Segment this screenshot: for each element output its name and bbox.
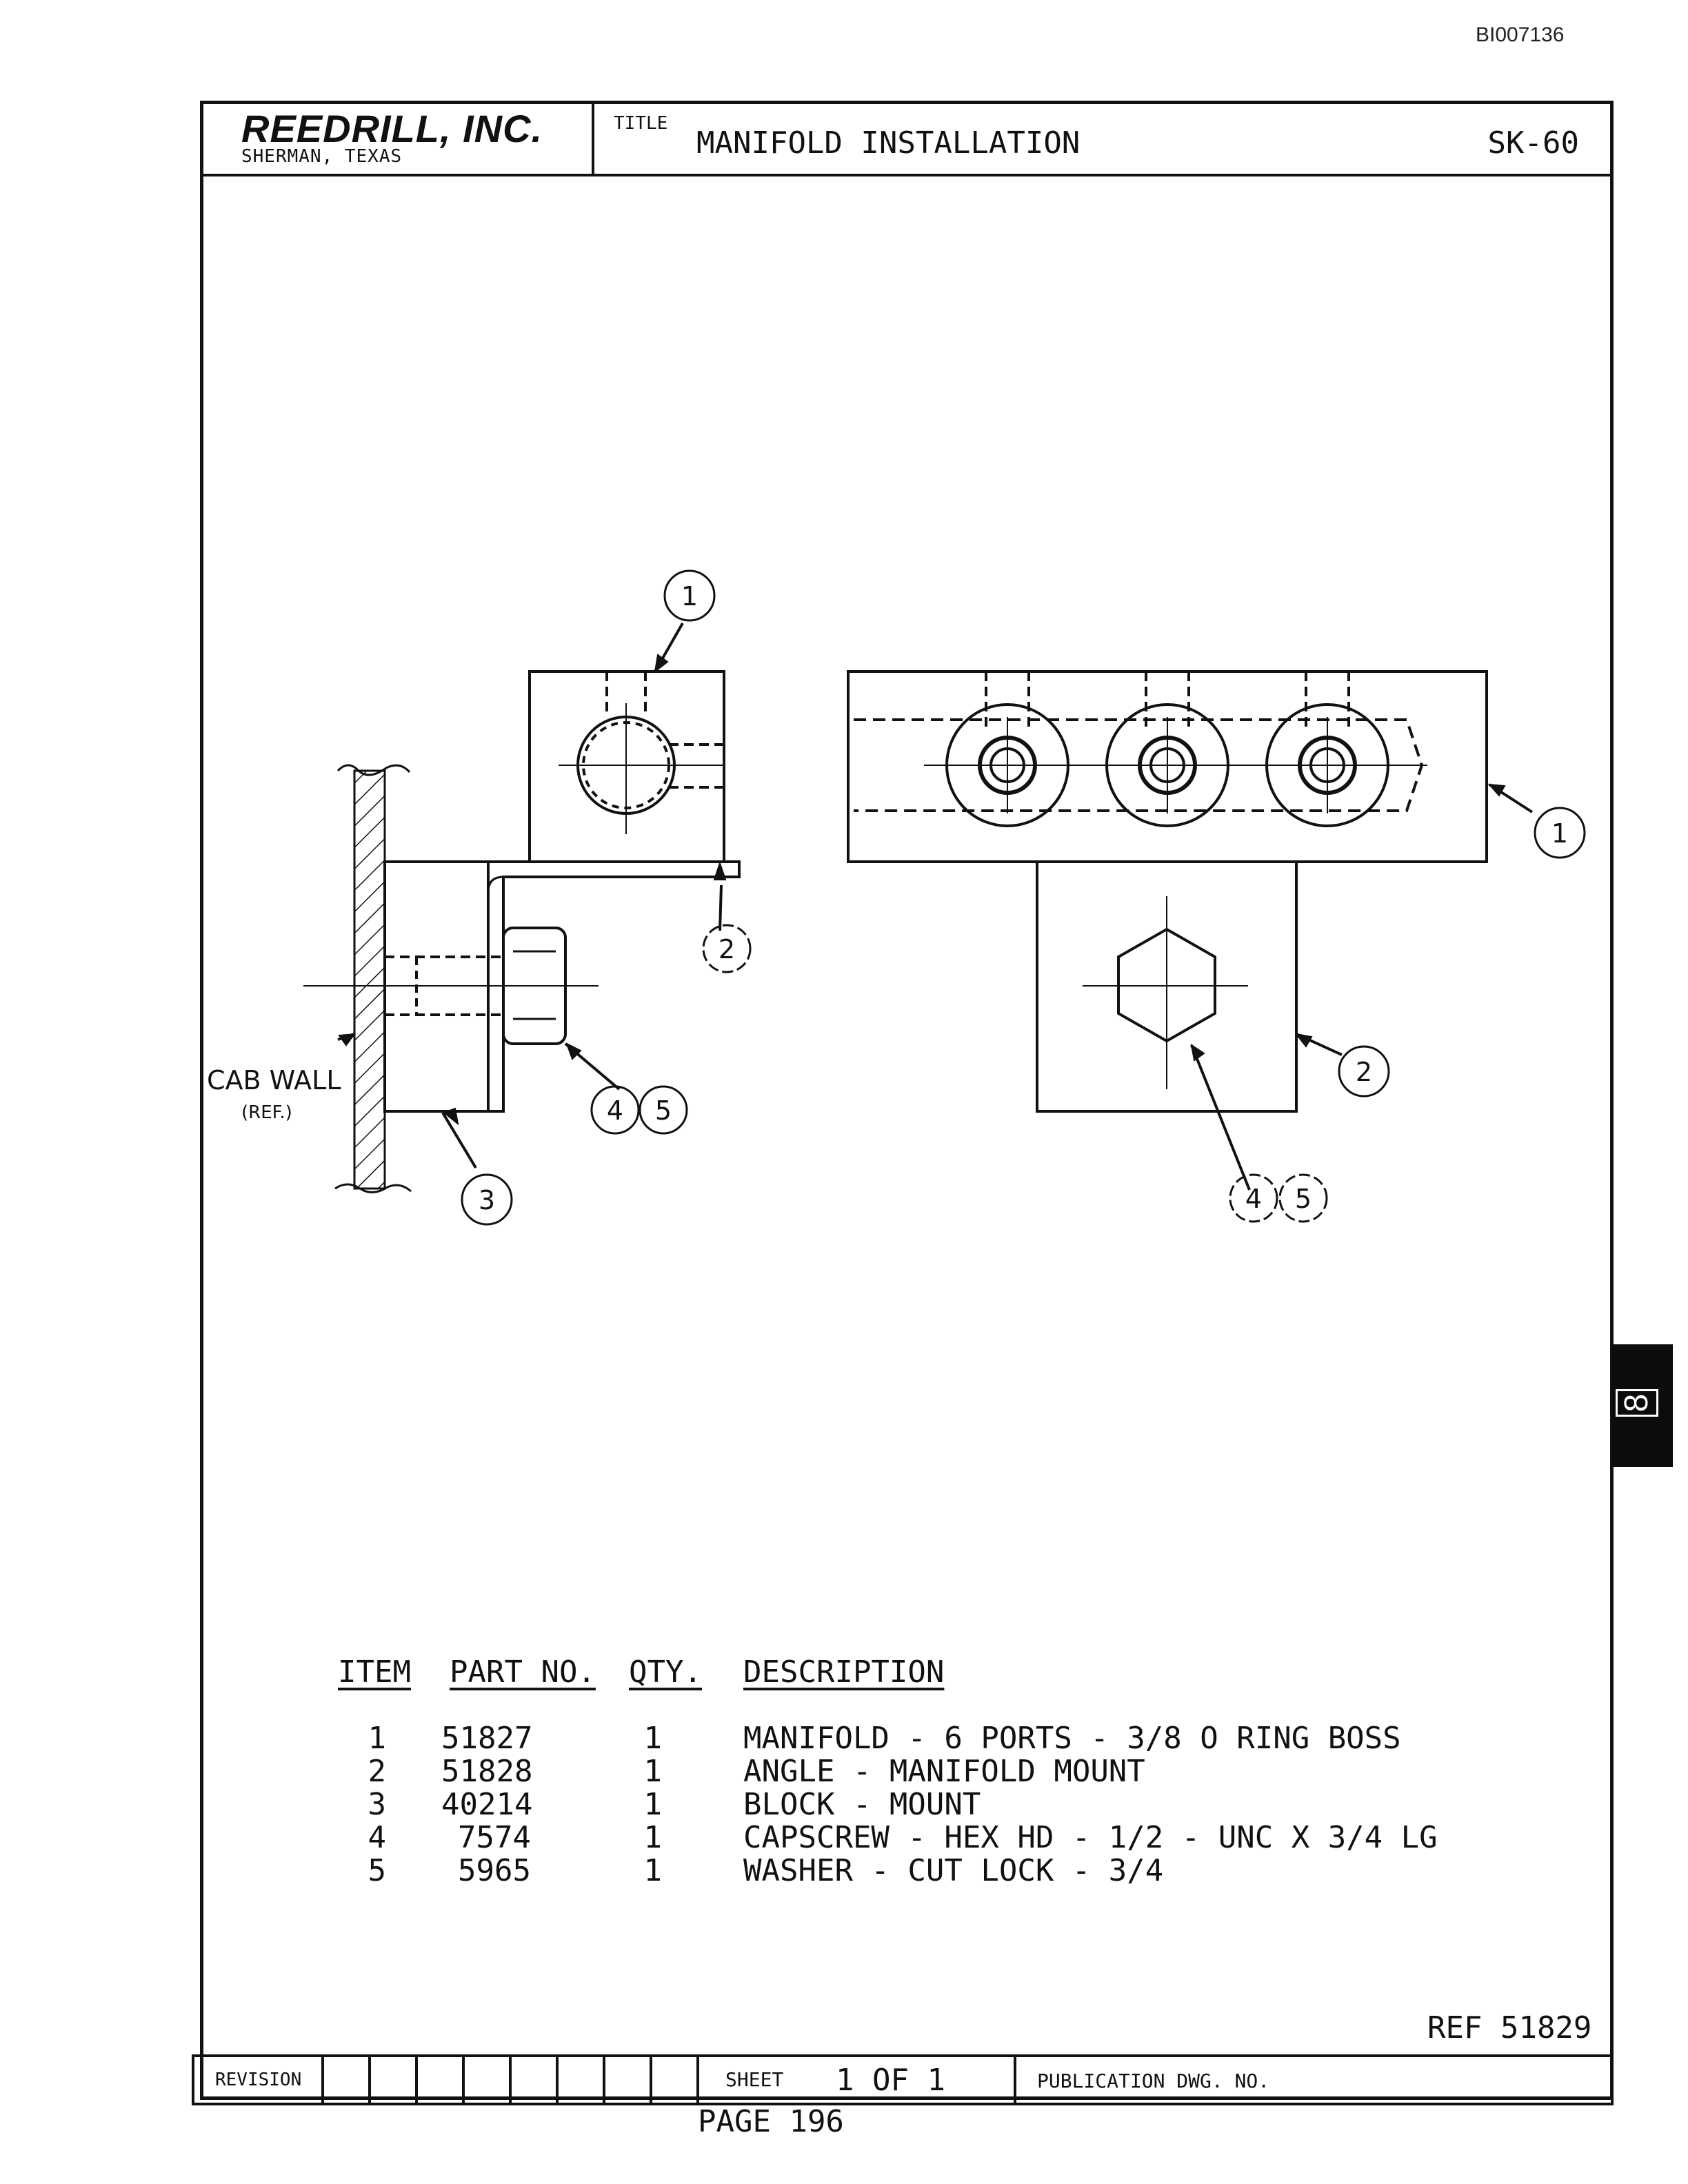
balloon-5-front: 5: [1295, 1184, 1312, 1214]
revision-cell: [324, 2057, 371, 2103]
company-name: REEDRILL, INC.: [241, 107, 543, 150]
revision-cell: [371, 2057, 418, 2103]
cab-wall-label: CAB WALL: [207, 1065, 341, 1095]
balloon-2-front: 2: [1356, 1057, 1372, 1087]
row-part-no: 40214: [441, 1787, 533, 1822]
row-item: 4: [368, 1820, 387, 1855]
header-qty: QTY.: [629, 1655, 702, 1690]
revision-cell: [559, 2057, 605, 2103]
header-item: ITEM: [338, 1655, 411, 1690]
row-part-no: 5965: [458, 1853, 531, 1888]
title-block-divider: [592, 101, 594, 174]
section-tab[interactable]: 8: [1612, 1344, 1673, 1467]
cab-wall: [353, 769, 386, 1190]
document-id: BI007136: [1476, 23, 1565, 46]
header-part-no: PART NO.: [450, 1655, 596, 1690]
drawing-code: SK-60: [1487, 125, 1579, 161]
revision-cell: [512, 2057, 559, 2103]
row-qty: 1: [643, 1754, 663, 1789]
sheet-label: SHEET: [725, 2068, 784, 2091]
cab-wall-ref-label: (REF.): [241, 1102, 292, 1123]
title-block: REEDRILL, INC. SHERMAN, TEXAS TITLE MANI…: [200, 101, 1614, 176]
balloon-3-side: 3: [479, 1185, 495, 1215]
row-qty: 1: [643, 1721, 663, 1756]
row-item: 5: [368, 1853, 387, 1888]
sheet-value: 1 OF 1: [836, 2063, 945, 2098]
page-number: PAGE 196: [698, 2104, 844, 2139]
row-qty: 1: [643, 1787, 663, 1822]
section-tab-number: 8: [1616, 1389, 1658, 1417]
row-description: WASHER - CUT LOCK - 3/4: [743, 1853, 1164, 1888]
row-description: ANGLE - MANIFOLD MOUNT: [743, 1754, 1145, 1789]
balloon-1-side: 1: [681, 581, 698, 611]
revision-cell: [605, 2057, 652, 2103]
drawing-frame: [200, 101, 1614, 2100]
row-part-no: 7574: [458, 1820, 531, 1855]
balloon-5-side: 5: [655, 1095, 672, 1126]
balloon-4-front: 4: [1245, 1184, 1262, 1214]
publication-dwg-label: PUBLICATION DWG. NO.: [1037, 2070, 1270, 2092]
row-part-no: 51828: [441, 1754, 533, 1789]
row-description: MANIFOLD - 6 PORTS - 3/8 O RING BOSS: [743, 1721, 1401, 1756]
revision-strip: REVISION SHEET 1 OF 1 PUBLICATION DWG. N…: [192, 2054, 1614, 2105]
row-item: 3: [368, 1787, 387, 1822]
row-item: 1: [368, 1721, 387, 1756]
balloon-4-side: 4: [607, 1095, 623, 1126]
revision-cell: [652, 2057, 699, 2103]
header-description: DESCRIPTION: [743, 1655, 945, 1690]
mount-block-front: [1036, 860, 1298, 1113]
row-qty: 1: [643, 1853, 663, 1888]
row-description: BLOCK - MOUNT: [743, 1787, 981, 1822]
company-location: SHERMAN, TEXAS: [241, 146, 403, 167]
row-description: CAPSCREW - HEX HD - 1/2 - UNC X 3/4 LG: [743, 1820, 1438, 1855]
revision-label: REVISION: [215, 2070, 302, 2090]
revision-label-cell: REVISION: [194, 2057, 324, 2103]
sheet-cell: [699, 2057, 1016, 2103]
reference-number: REF 51829: [1427, 2010, 1592, 2045]
balloon-1-front: 1: [1551, 818, 1568, 849]
revision-cell: [418, 2057, 465, 2103]
row-item: 2: [368, 1754, 387, 1789]
title-label: TITLE: [614, 113, 668, 134]
row-part-no: 51827: [441, 1721, 533, 1756]
balloon-2-side: 2: [719, 934, 735, 964]
revision-cell: [465, 2057, 512, 2103]
row-qty: 1: [643, 1820, 663, 1855]
drawing-title: MANIFOLD INSTALLATION: [696, 125, 1081, 161]
